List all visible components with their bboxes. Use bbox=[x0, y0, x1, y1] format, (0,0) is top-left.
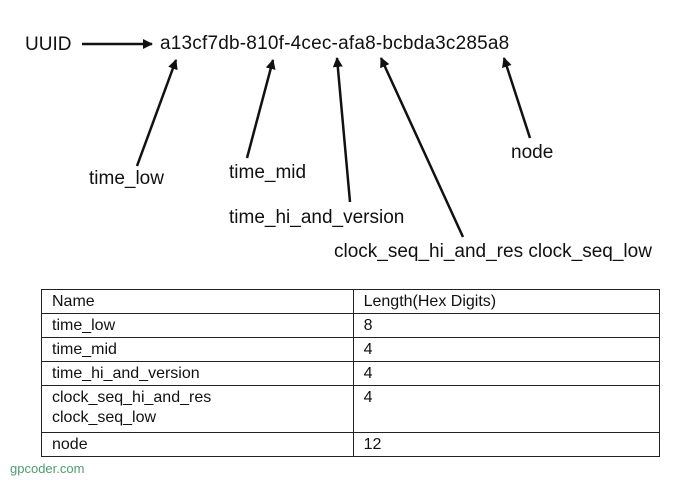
clock-seq-arrow bbox=[379, 57, 465, 238]
cell-name: time_hi_and_version bbox=[41, 361, 354, 386]
cell-length: 4 bbox=[352, 361, 661, 386]
label-time-hi-and-version: time_hi_and_version bbox=[229, 207, 405, 228]
label-time-low: time_low bbox=[89, 168, 164, 189]
time-mid-arrow bbox=[245, 59, 276, 159]
cell-name: clock_seq_hi_and_res clock_seq_low bbox=[41, 385, 354, 433]
cell-length: 4 bbox=[352, 337, 661, 362]
cell-length: 4 bbox=[352, 385, 661, 433]
cell-length: 12 bbox=[352, 432, 661, 457]
table-row: time_low 8 bbox=[41, 313, 661, 338]
watermark: gpcoder.com bbox=[10, 461, 85, 476]
cell-name-line: clock_seq_low bbox=[52, 409, 157, 426]
header-length: Length(Hex Digits) bbox=[352, 289, 661, 314]
uuid-label: UUID bbox=[25, 34, 72, 55]
label-clock-seq: clock_seq_hi_and_res clock_seq_low bbox=[334, 241, 652, 262]
uuid-value: a13cf7db-810f-4cec-afa8-bcbda3c285a8 bbox=[160, 33, 510, 54]
header-name: Name bbox=[41, 289, 354, 314]
label-time-mid: time_mid bbox=[229, 162, 307, 183]
time-low-arrow bbox=[135, 59, 178, 167]
table-header-row: Name Length(Hex Digits) bbox=[41, 289, 661, 314]
cell-name: time_low bbox=[41, 313, 354, 338]
uuid-field-table: Name Length(Hex Digits) time_low 8 time_… bbox=[41, 289, 661, 457]
table-row: time_mid 4 bbox=[41, 337, 661, 362]
table-row: time_hi_and_version 4 bbox=[41, 361, 661, 386]
node-arrow bbox=[502, 57, 532, 139]
table-row: node 12 bbox=[41, 432, 661, 457]
cell-name-line: clock_seq_hi_and_res bbox=[52, 389, 212, 406]
cell-name: time_mid bbox=[41, 337, 354, 362]
time-hi-arrow bbox=[332, 57, 352, 203]
cell-length: 8 bbox=[352, 313, 661, 338]
label-node: node bbox=[511, 142, 554, 163]
cell-name: node bbox=[41, 432, 354, 457]
table-row: clock_seq_hi_and_res clock_seq_low 4 bbox=[41, 385, 661, 433]
